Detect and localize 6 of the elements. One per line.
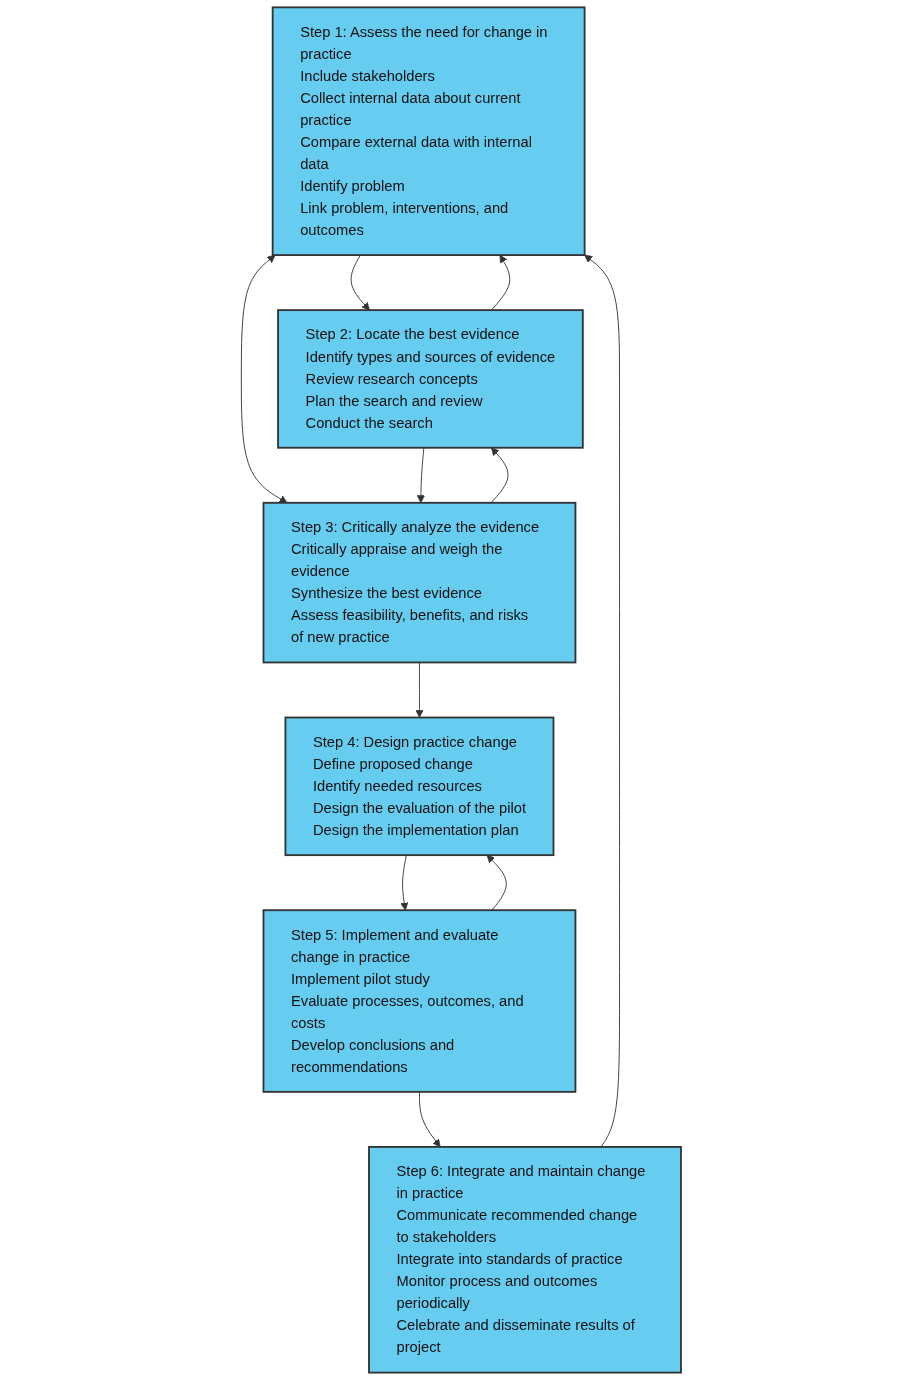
node-box: Step 3: Critically analyze the evidence Critically appraise and weigh the evidence Synthesize the best evidence Assess feasibility, benefits, and risks of new practice (262, 501, 577, 664)
node-box: Step 1: Assess the need for change in practice Include stakeholders Collect internal data about current practice Compare external data with internal data Identify problem Link problem, interventions, and outcomes (271, 6, 586, 256)
node-box: Step 5: Implement and evaluate change in practice Implement pilot study Evaluate processes, outcomes, and costs Develop conclusions and recommendations (262, 909, 577, 1093)
node-box: Step 2: Locate the best evidence Identify types and sources of evidence Review research concepts Plan the search and review Conduct the search (276, 309, 584, 449)
node-box: Step 6: Integrate and maintain change in practice Communicate recommended change to stakeholders Integrate into standards of practice Monitor process and outcomes periodically Celebrate and disseminate results of project (367, 1146, 682, 1374)
node-box: Step 4: Design practice change Define proposed change Identify needed resources Design the evaluation of the pilot Design the implementation plan (284, 716, 555, 857)
